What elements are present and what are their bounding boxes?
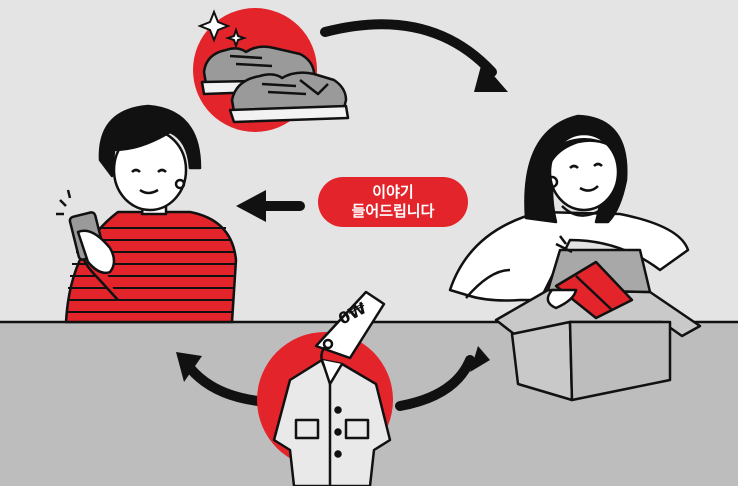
arrowheads bbox=[176, 62, 508, 382]
arrow-top-right bbox=[320, 19, 497, 77]
shirt-icon bbox=[272, 358, 392, 486]
arrow-bottom-right bbox=[395, 355, 475, 411]
cardboard-box-icon bbox=[494, 235, 702, 402]
person-right bbox=[448, 114, 690, 302]
shirt-badge bbox=[257, 290, 393, 486]
speech-pill bbox=[318, 177, 468, 227]
red-gift bbox=[554, 260, 634, 320]
sneakers-icon bbox=[200, 45, 350, 124]
sneakers-badge bbox=[193, 8, 350, 132]
sparkle-icon bbox=[197, 9, 248, 50]
price-tag-icon bbox=[314, 290, 386, 367]
person-left bbox=[56, 104, 238, 324]
